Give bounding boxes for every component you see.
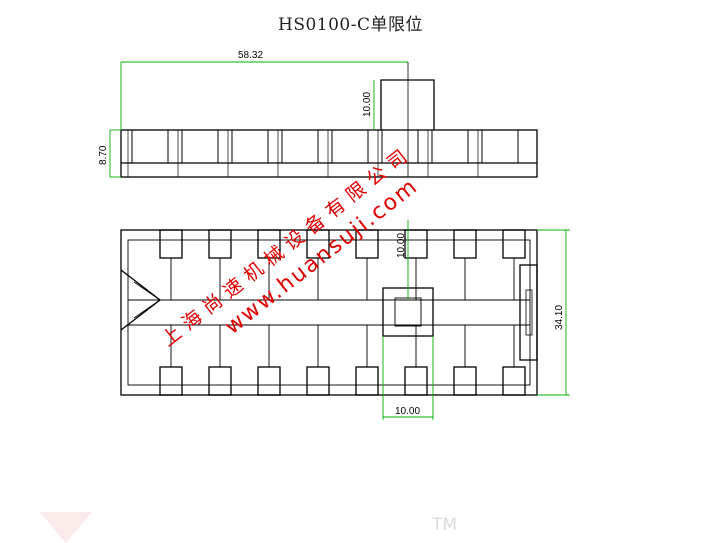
side-view-tab xyxy=(380,79,435,130)
plan-tooth-bottom xyxy=(208,366,232,396)
watermark-corner-shape xyxy=(40,512,92,543)
plan-tooth-top xyxy=(502,229,526,259)
side-slot xyxy=(131,130,169,164)
side-slot xyxy=(231,130,269,164)
plan-view-square-hole xyxy=(394,297,422,327)
dim-top-tab-height: 10.00 xyxy=(362,92,373,117)
plan-tooth-bottom xyxy=(257,366,281,396)
dim-total-length: 58.32 xyxy=(238,50,263,61)
side-view-body xyxy=(120,129,538,178)
plan-tooth-top xyxy=(159,229,183,259)
side-slot xyxy=(181,130,219,164)
side-view xyxy=(120,62,538,178)
watermark-url: www.huansuji.com xyxy=(220,174,423,340)
plan-view-teeth xyxy=(159,229,526,396)
plan-view-right-slot xyxy=(525,289,533,336)
side-view-slots xyxy=(127,130,519,177)
dim-side-height: 8.70 xyxy=(98,145,109,165)
dim-square-width-vertical: 10.00 xyxy=(396,233,407,258)
plan-tooth-top xyxy=(453,229,477,259)
drawing-title: HS0100-C单限位 xyxy=(278,15,423,35)
plan-view-right-tab xyxy=(519,264,538,361)
dimension-lines xyxy=(109,61,570,420)
plan-tooth-top xyxy=(208,229,232,259)
plan-tooth-bottom xyxy=(355,366,379,396)
side-slot xyxy=(431,130,469,164)
plan-tooth-bottom xyxy=(306,366,330,396)
side-slot xyxy=(381,130,419,164)
dim-square-width-horizontal: 10.00 xyxy=(395,406,420,417)
plan-tooth-bottom xyxy=(404,366,428,396)
side-slot xyxy=(331,130,369,164)
plan-tooth-bottom xyxy=(453,366,477,396)
plan-tooth-bottom xyxy=(159,366,183,396)
side-slot xyxy=(281,130,319,164)
dim-overall-height: 34.10 xyxy=(554,305,565,330)
plan-tooth-bottom xyxy=(502,366,526,396)
side-slot xyxy=(481,130,519,164)
watermark-trademark: TM xyxy=(431,515,457,535)
